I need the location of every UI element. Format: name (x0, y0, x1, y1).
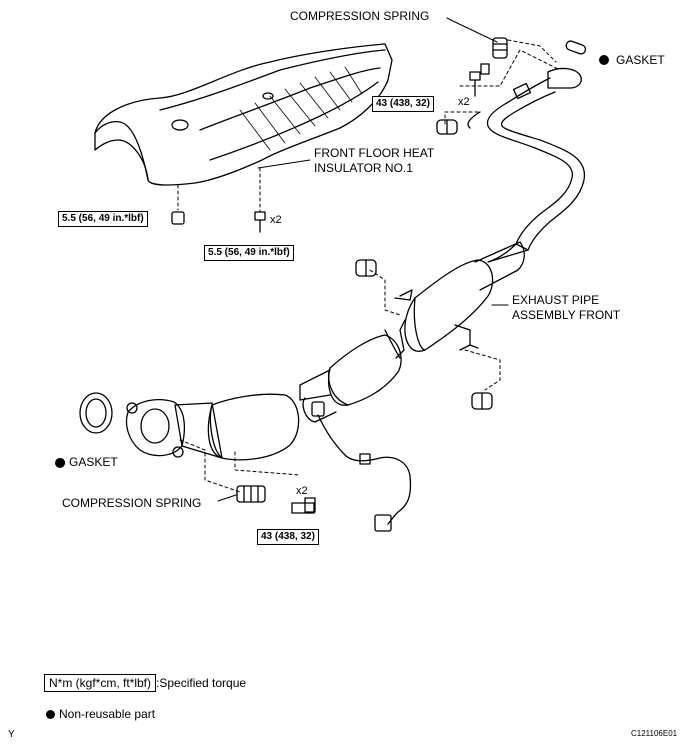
non-reusable-marker-top (599, 55, 609, 65)
exhaust-pipe-assembly-front (125, 241, 529, 461)
upper-pipe (436, 67, 586, 251)
corner-letter: Y (8, 729, 15, 740)
front-floor-heat-insulator (94, 43, 393, 186)
bottom-bolt-part (291, 497, 316, 514)
non-reusable-icon (56, 458, 65, 467)
front-flange (125, 399, 186, 458)
heat-insulator-label-line1: FRONT FLOOR HEAT (314, 146, 435, 160)
compression-spring-top-label: COMPRESSION SPRING (290, 9, 430, 23)
gasket-bottom-label: GASKET (56, 455, 118, 469)
heat-insulator-label-line2: INSULATOR NO.1 (314, 161, 413, 175)
rubber-hanger-lower (471, 392, 493, 410)
compression-spring-bottom-part (236, 485, 266, 503)
compression-spring-bottom-label: COMPRESSION SPRING (62, 496, 202, 510)
compression-spring-top-part (492, 37, 508, 59)
figure-code: C121106E01 (631, 729, 678, 738)
oxygen-sensor (311, 401, 412, 532)
insulator-nut (171, 211, 185, 225)
exhaust-pipe-label-line2: ASSEMBLY FRONT (512, 308, 621, 322)
torque-insulator-left: 5.5 (56, 49 in.*lbf) (58, 211, 148, 227)
exhaust-pipe-label-line1: EXHAUST PIPE (512, 293, 600, 307)
torque-bottom-bolt: 43 (438, 32) (257, 529, 319, 545)
insulator-bolt (254, 211, 266, 233)
rubber-hanger-middle (355, 259, 377, 277)
quantity-top-bolt: x2 (458, 96, 470, 108)
gasket-top-part (565, 40, 587, 55)
torque-top-bolt: 43 (438, 32) (372, 96, 434, 112)
legend-non-reusable-text: Non-reusable part (59, 707, 156, 721)
legend-torque-desc: :Specified torque (156, 676, 247, 690)
quantity-insulator-bolt: x2 (270, 214, 282, 226)
quantity-bottom-bolt: x2 (296, 485, 308, 497)
legend-torque-units: N*m (kgf*cm, ft*lbf) (44, 674, 157, 692)
torque-insulator-right: 5.5 (56, 49 in.*lbf) (204, 245, 294, 261)
legend-torque: N*m (kgf*cm, ft*lbf):Specified torque (44, 674, 247, 692)
legend-non-reusable: Non-reusable part (46, 707, 155, 721)
top-bolt-part (469, 63, 490, 97)
gasket-bottom-text: GASKET (69, 455, 118, 469)
non-reusable-icon (46, 710, 55, 719)
gasket-top-label: GASKET (616, 53, 665, 67)
gasket-bottom-part (79, 392, 113, 434)
